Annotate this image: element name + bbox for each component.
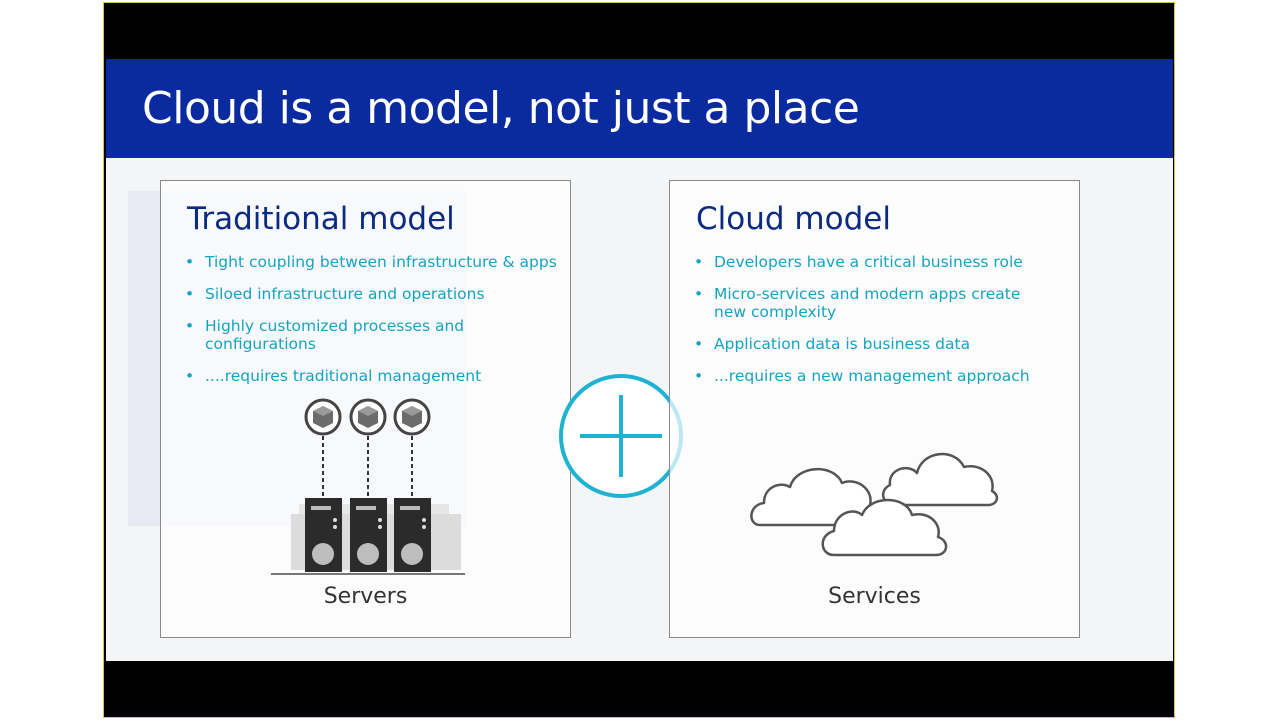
- list-item: •Application data is business data: [694, 335, 971, 353]
- server-tower-icon: [350, 498, 387, 572]
- cloud-model-heading: Cloud model: [696, 201, 891, 237]
- list-item: •Siloed infrastructure and operations: [185, 285, 485, 303]
- server-rack-icon: [271, 398, 465, 575]
- plus-circle-icon: [559, 374, 683, 498]
- bullet-dot-icon: •: [185, 367, 195, 385]
- slide-title-bar: Cloud is a model, not just a place: [106, 59, 1173, 158]
- list-item: •....requires traditional management: [185, 367, 482, 385]
- cloud-model-panel: Cloud model •Developers have a critical …: [669, 180, 1080, 638]
- container-cube-icon: [304, 398, 342, 436]
- list-item: •Micro-services and modern apps create n…: [694, 285, 1021, 321]
- clouds-icon: [750, 452, 999, 557]
- container-cube-icon: [393, 398, 431, 436]
- list-item: •...requires a new management approach: [694, 367, 1030, 385]
- container-cube-icon: [349, 398, 387, 436]
- bullet-dot-icon: •: [694, 335, 704, 353]
- cloud-bullet-list: •Developers have a critical business rol…: [694, 253, 1069, 399]
- bullet-dot-icon: •: [694, 285, 704, 303]
- services-caption: Services: [828, 584, 921, 609]
- slide: Cloud is a model, not just a place Tradi…: [106, 59, 1173, 661]
- server-tower-icon: [394, 498, 431, 572]
- bullet-dot-icon: •: [185, 253, 195, 271]
- server-tower-icon: [305, 498, 342, 572]
- list-item: •Highly customized processes and configu…: [185, 317, 465, 353]
- video-letterbox-bottom: [104, 661, 1174, 717]
- list-item: •Tight coupling between infrastructure &…: [185, 253, 557, 271]
- bullet-dot-icon: •: [185, 285, 195, 303]
- list-item: •Developers have a critical business rol…: [694, 253, 1023, 271]
- bullet-dot-icon: •: [694, 253, 704, 271]
- bullet-dot-icon: •: [694, 367, 704, 385]
- servers-caption: Servers: [323, 584, 408, 609]
- bullet-dot-icon: •: [185, 317, 195, 335]
- slide-title: Cloud is a model, not just a place: [142, 83, 860, 134]
- traditional-bullet-list: •Tight coupling between infrastructure &…: [185, 253, 560, 399]
- traditional-model-heading: Traditional model: [187, 201, 455, 237]
- traditional-model-panel: Traditional model •Tight coupling betwee…: [160, 180, 571, 638]
